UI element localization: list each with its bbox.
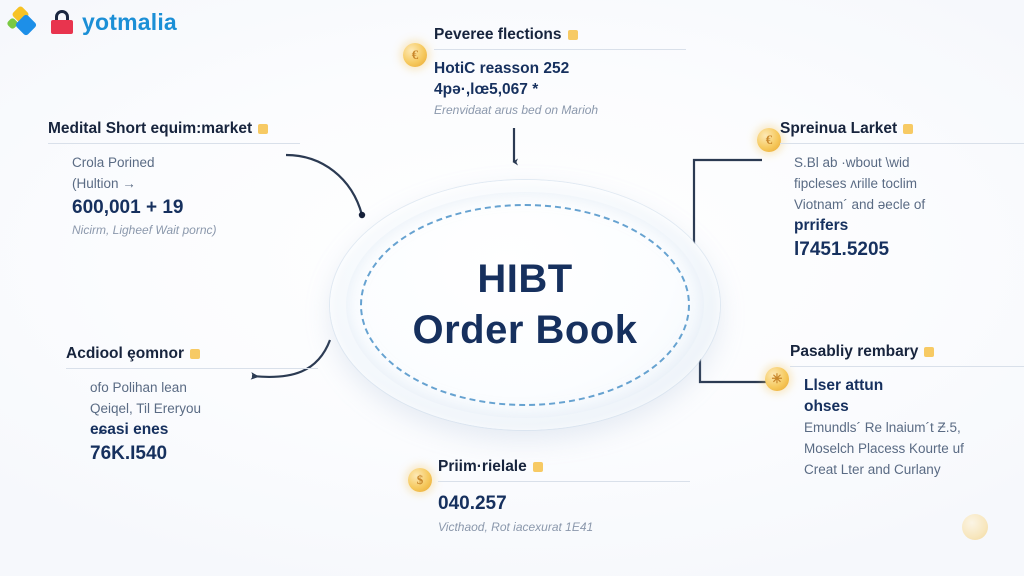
card-reverse-title: Peveree flections — [434, 26, 562, 43]
square-badge-icon — [532, 462, 543, 472]
card-actional-header: Acdiool ȩomnor — [66, 345, 318, 369]
card-reverse[interactable]: Peveree flections HotiC reasson 252 4pə·… — [434, 26, 686, 119]
card-medial-line-0: Crola Porined — [72, 155, 155, 170]
card-prime[interactable]: Priim·rielale 040.257 Victhaod, Rot iace… — [438, 458, 690, 536]
card-reverse-line-2: Erenvidaat arus bed on Marioh — [434, 102, 599, 117]
card-medial-body: Crola Porined (Hultion → 600,001 + 19 Ni… — [48, 153, 300, 240]
card-prime-line-1: Victhaod, Rot iacexurat 1E41 — [438, 519, 594, 534]
card-prime-line-0: 040.257 — [438, 493, 507, 514]
card-spread-line-1: fipcleses ʌrille toclim — [794, 175, 918, 191]
card-actional-title: Acdiool ȩomnor — [66, 345, 184, 362]
card-actional-line-2: eɕasi enes — [90, 420, 169, 438]
card-spread-line-0: S.Βl ab ·wbout \wid — [794, 155, 910, 170]
card-spread-body: S.Βl ab ·wbout \wid fipcleses ʌrille toc… — [780, 153, 1024, 263]
card-prime-title: Priim·rielale — [438, 458, 527, 475]
square-badge-icon — [903, 124, 914, 134]
card-actional-line-3: 76K.I540 — [90, 442, 168, 464]
square-badge-icon — [189, 349, 200, 359]
card-reverse-line-1: 4pə·,lœ5,067 * — [434, 80, 539, 98]
square-badge-icon — [567, 30, 578, 40]
card-passably-line-1: ohses — [804, 397, 849, 415]
card-medial-line-3: Nicirm, Ligheef Wait pornc) — [72, 223, 217, 238]
card-passably[interactable]: Pasabliy rembary Llser attun ohses Emund… — [790, 343, 1024, 481]
card-actional-body: ofo Polihan lean Qeiqel, Til Ereryou eɕa… — [66, 378, 318, 467]
square-badge-icon — [924, 347, 935, 357]
diamond-cluster-icon — [6, 5, 42, 37]
brand-header: yotmalia — [6, 4, 177, 40]
card-spread-line-3: prrifers — [794, 216, 849, 234]
card-passably-header: Pasabliy rembary — [790, 343, 1024, 367]
padlock-body — [51, 20, 73, 34]
card-medial-header: Medital Short equim:market — [48, 120, 300, 144]
card-actional[interactable]: Acdiool ȩomnor ofo Polihan lean Qeiqel, … — [66, 345, 318, 467]
card-passably-line-2: Emundls´ Re lnaium´t Ƶ.5, — [804, 419, 961, 435]
hub-title-line2: Order Book — [412, 308, 638, 352]
gold-coin-icon-reverse: € — [403, 43, 427, 67]
card-medial-line-1: (Hultion → — [72, 175, 136, 191]
gold-coin-icon-spread: € — [757, 128, 781, 152]
decorative-gold-circle — [962, 514, 988, 540]
card-prime-body: 040.257 Victhaod, Rot iacexurat 1E41 — [438, 491, 690, 536]
card-passably-line-3: Moselch Placess Kourte uf — [804, 440, 964, 456]
card-spread-title: Spreinua Larket — [780, 120, 898, 137]
card-medial[interactable]: Medital Short equim:market Crola Porined… — [48, 120, 300, 240]
padlock-icon — [51, 10, 73, 34]
gold-coin-icon-passably: ✳ — [765, 367, 789, 391]
central-hub: HIBT Order Book — [330, 180, 720, 430]
card-reverse-body: HotiC reasson 252 4pə·,lœ5,067 * Erenvid… — [434, 59, 686, 119]
card-passably-body: Llser attun ohses Emundls´ Re lnaium´t Ƶ… — [790, 376, 1024, 481]
gold-coin-dollar-icon: $ — [408, 468, 432, 492]
card-spread-line-2: Viotnam´ and əecle of — [794, 196, 926, 212]
card-passably-line-4: Creat Lter and Curlany — [804, 461, 941, 477]
card-spread[interactable]: Spreinua Larket S.Βl ab ·wbout \wid fipc… — [780, 120, 1024, 263]
card-medial-line-2: 600,001 + 19 — [72, 196, 184, 218]
hub-ring-dashed — [360, 204, 690, 406]
card-actional-line-0: ofo Polihan lean — [90, 380, 187, 395]
brand-name: yotmalia — [82, 8, 177, 35]
card-medial-title: Medital Short equim:market — [48, 120, 253, 137]
hub-label: HIBT Order Book — [330, 180, 720, 430]
card-reverse-header: Peveree flections — [434, 26, 686, 50]
card-actional-line-1: Qeiqel, Til Ereryou — [90, 400, 202, 416]
card-passably-line-0: Llser attun — [804, 377, 884, 394]
hub-title-line1: HIBT — [477, 257, 573, 301]
card-spread-line-4: l7451.5205 — [794, 238, 890, 260]
card-reverse-line-0: HotiC reasson 252 — [434, 60, 570, 77]
card-spread-header: Spreinua Larket — [780, 120, 1024, 144]
card-prime-header: Priim·rielale — [438, 458, 690, 482]
square-badge-icon — [258, 124, 269, 134]
padlock-shackle — [55, 10, 69, 22]
card-passably-title: Pasabliy rembary — [790, 343, 919, 360]
